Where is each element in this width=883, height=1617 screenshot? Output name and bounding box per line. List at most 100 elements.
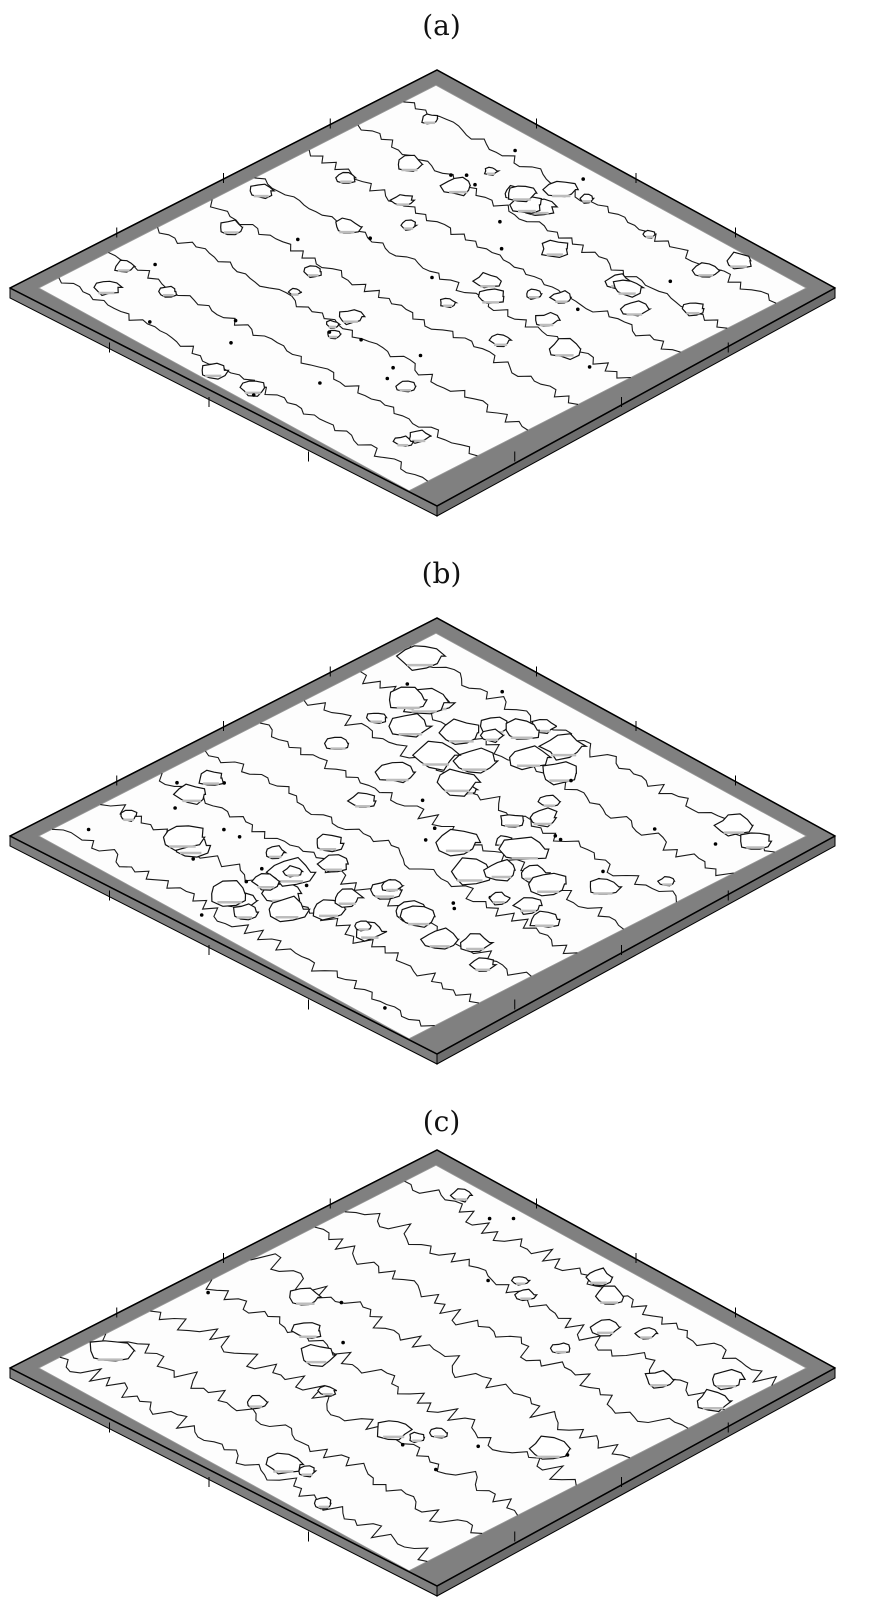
adatom-dot — [587, 365, 592, 369]
adatom-dot — [423, 838, 428, 842]
adatom-dot — [206, 1290, 210, 1295]
step-edge — [58, 277, 429, 482]
adatom-dot — [86, 827, 91, 832]
back-edge — [9, 617, 836, 837]
island — [89, 1340, 136, 1362]
island — [507, 185, 538, 203]
island — [399, 905, 436, 928]
adatom-dot — [486, 1278, 490, 1283]
adatom-dot — [222, 827, 226, 832]
adatom-dot — [430, 275, 434, 280]
island — [388, 712, 434, 738]
panel-label-c: (c) — [422, 1105, 461, 1138]
adatom-dot — [420, 798, 425, 803]
adatom-dot — [601, 869, 605, 874]
step-edge — [259, 722, 624, 930]
adatom-dot — [391, 365, 395, 370]
adatom-dot — [199, 913, 204, 917]
back-edge — [9, 69, 836, 289]
adatom-dot — [576, 307, 580, 312]
step-edge — [59, 1356, 430, 1562]
island — [459, 933, 495, 953]
island — [268, 895, 311, 923]
island — [711, 1368, 747, 1391]
adatom-dot — [405, 682, 410, 686]
adatom-dot — [341, 1340, 345, 1345]
terrace-surface — [38, 1164, 807, 1572]
panel-label-a: (a) — [422, 9, 461, 42]
island — [528, 1435, 572, 1460]
adatom-dot — [668, 279, 673, 284]
adatom-dot — [451, 901, 456, 905]
adatom-dot — [499, 246, 504, 251]
adatom-dot — [498, 219, 502, 224]
adatom-dot — [418, 353, 423, 358]
adatom-dot — [339, 1300, 344, 1305]
adatom-dot — [713, 842, 718, 846]
island — [540, 239, 569, 259]
adatom-dot — [251, 393, 256, 397]
adatom-dot — [296, 237, 300, 242]
adatom-dot — [304, 883, 309, 888]
adatom-dot — [237, 835, 242, 839]
step-edge — [250, 1253, 631, 1459]
step-edge — [157, 227, 529, 431]
adatom-dot — [452, 906, 457, 911]
step-edge — [405, 645, 775, 853]
adatom-dot — [175, 780, 179, 785]
island — [436, 768, 482, 797]
terrace-surface — [38, 632, 807, 1040]
adatom-dot — [434, 1467, 438, 1472]
adatom-dot — [449, 173, 453, 177]
step-edge — [101, 1333, 483, 1534]
adatom-dot — [173, 806, 177, 810]
front-edge — [9, 287, 836, 507]
adatom-dot — [569, 778, 573, 783]
island — [585, 1267, 614, 1287]
island — [374, 761, 417, 784]
adatom-dot — [318, 381, 322, 385]
adatom-dot — [500, 689, 505, 694]
front-edge — [9, 835, 836, 1055]
adatom-dot — [553, 834, 558, 838]
front-edge — [9, 1367, 836, 1587]
terrace-surface — [38, 84, 807, 492]
adatom-dot — [368, 236, 373, 240]
adatom-dot — [487, 1216, 492, 1221]
adatom-dot — [244, 879, 249, 884]
adatom-dot — [327, 330, 332, 334]
adatom-dot — [511, 1216, 516, 1221]
island — [211, 879, 247, 907]
adatom-dot — [191, 857, 195, 861]
island — [411, 740, 462, 771]
island — [482, 858, 516, 882]
adatom-dot — [464, 173, 469, 177]
island — [316, 854, 350, 873]
adatom-dot — [558, 837, 563, 842]
adatom-dot — [383, 1006, 387, 1010]
island — [740, 832, 773, 850]
step-edge — [209, 199, 579, 405]
panel-label-b: (b) — [421, 557, 462, 590]
island — [696, 1388, 734, 1413]
step-edge — [303, 700, 677, 903]
adatom-dot — [260, 866, 264, 871]
step-edge — [204, 750, 578, 955]
adatom-dot — [153, 262, 157, 267]
island — [220, 219, 244, 236]
step-edge — [150, 1310, 519, 1516]
adatom-dot — [432, 826, 437, 830]
island — [198, 769, 225, 786]
island — [527, 872, 567, 897]
island — [435, 828, 482, 857]
step-edge — [404, 1180, 778, 1386]
island — [452, 747, 500, 774]
island — [316, 833, 345, 853]
adatom-dot — [233, 318, 238, 323]
adatom-dot — [581, 177, 585, 181]
adatom-dot — [229, 341, 233, 345]
adatom-dot — [476, 1444, 481, 1449]
adatom-dot — [359, 337, 363, 342]
island — [529, 807, 558, 828]
adatom-dot — [513, 148, 517, 153]
